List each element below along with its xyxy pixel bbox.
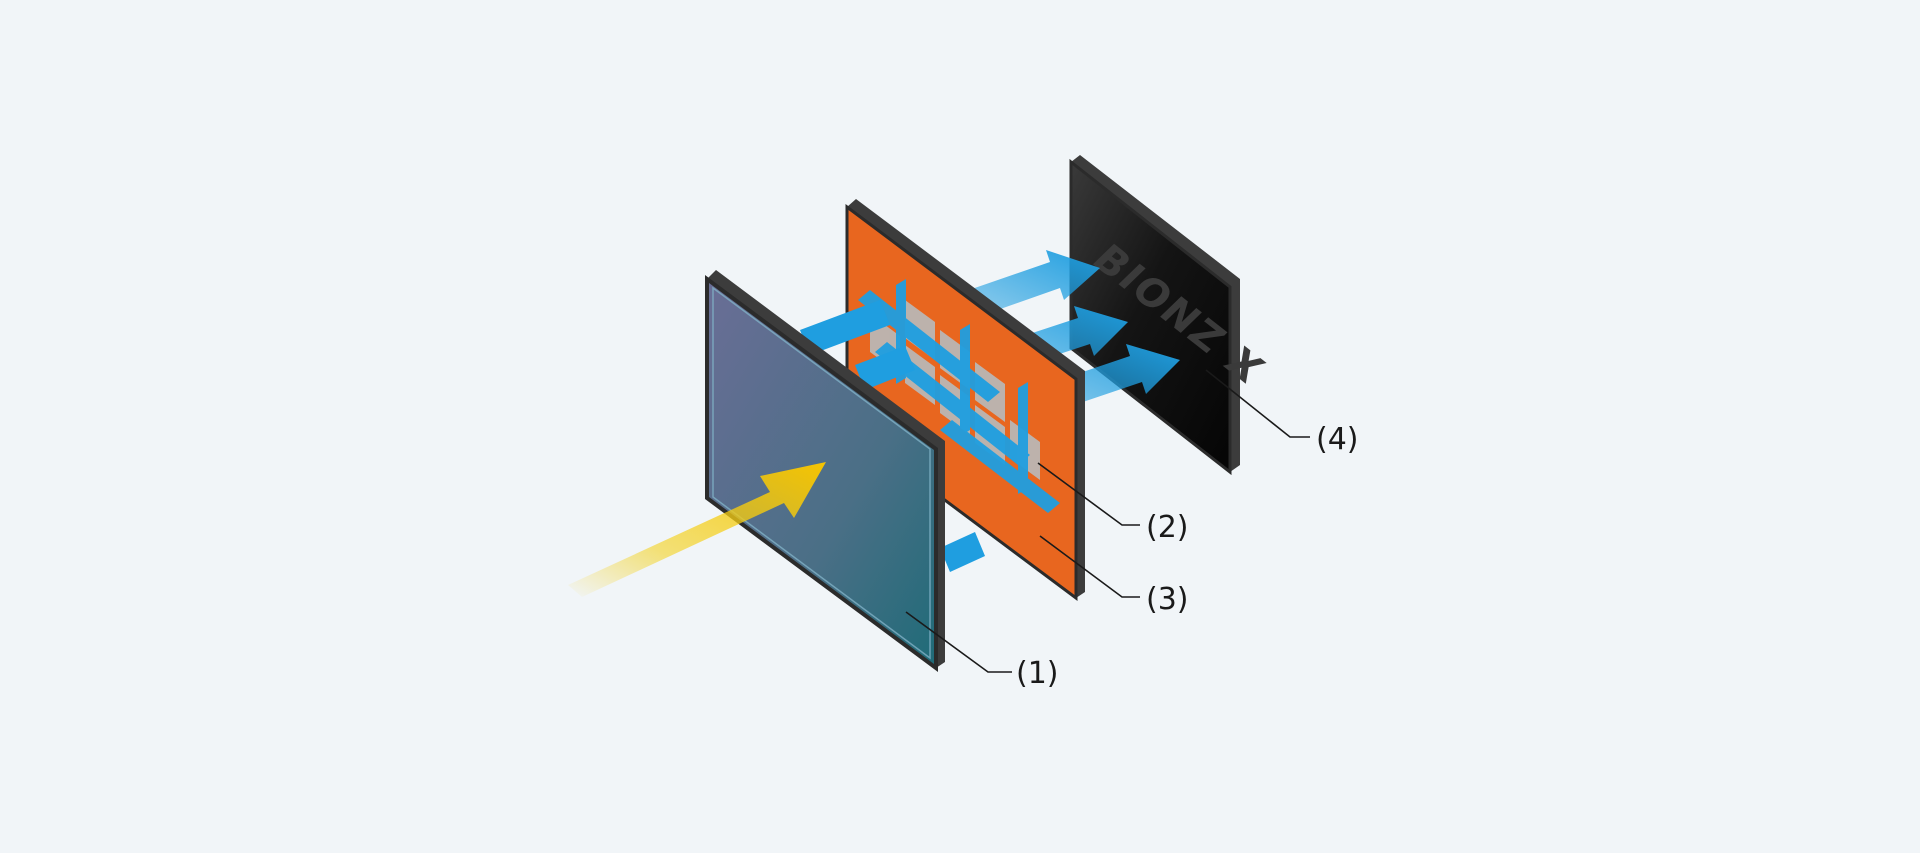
leader-line-2: [1037, 462, 1140, 526]
label-memory: (3): [1146, 582, 1189, 617]
incoming-light-arrow: [568, 462, 826, 597]
blue-arrow-icon: [855, 346, 915, 390]
label-circuit: (2): [1146, 510, 1189, 545]
processor-panel-edge: [1071, 155, 1240, 472]
signal-arrows-to-middle: [800, 300, 985, 572]
blue-arrow-icon: [940, 532, 985, 572]
leader-line-3: [1039, 535, 1140, 598]
sensor-panel-inner: [712, 286, 931, 660]
yellow-arrow-icon: [568, 462, 826, 597]
leader-line-4: [1205, 369, 1310, 438]
sensor-panel-face: [705, 275, 938, 672]
label-sensor: (1): [1016, 656, 1059, 691]
leader-line-1: [905, 611, 1012, 673]
sensor-panel: [705, 270, 945, 672]
processor-panel: BIONZ X: [1069, 155, 1274, 476]
leader-lines: [905, 369, 1310, 673]
blue-arrow-icon: [800, 300, 890, 355]
label-processor: (4): [1316, 422, 1359, 457]
